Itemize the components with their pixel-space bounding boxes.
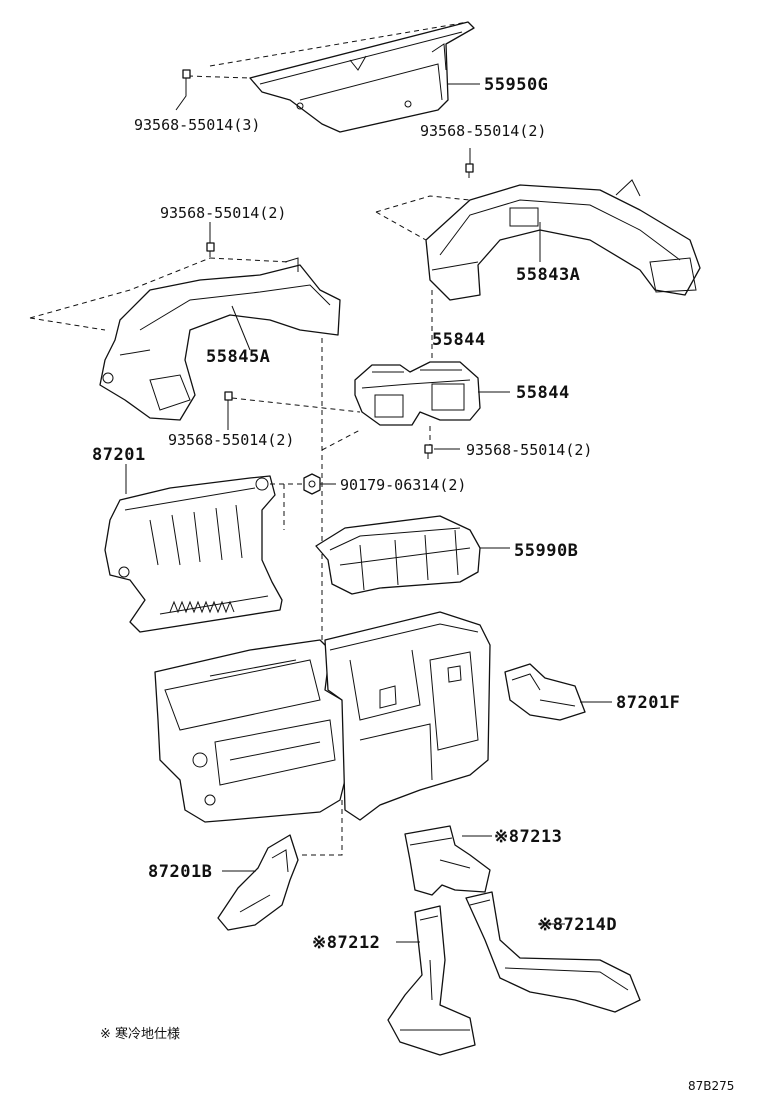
- part-55844-drawing: [354, 361, 481, 426]
- part-87201b-drawing: [217, 834, 299, 931]
- part-87214d-drawing: [465, 891, 641, 1013]
- label-55990b: 55990B: [514, 541, 578, 561]
- screw-icon: [206, 242, 215, 257]
- screw-icon: [424, 444, 433, 459]
- label-87201: 87201: [92, 445, 146, 465]
- label-55950g: 55950G: [484, 75, 548, 95]
- hvac-unit-drawing: [154, 639, 351, 823]
- cold-region-note: ※ 寒冷地仕様: [100, 1026, 180, 1042]
- label-nut: 90179-06314(2): [340, 476, 466, 494]
- label-87213: ※87213: [494, 827, 562, 847]
- label-screw-lower-left: 93568-55014(2): [168, 431, 294, 449]
- screw-icon: [182, 69, 191, 84]
- part-55843a-drawing: [425, 179, 701, 301]
- screw-icon: [224, 391, 233, 406]
- label-87212: ※87212: [312, 933, 380, 953]
- label-55844-upper: 55844: [432, 330, 486, 350]
- hvac-case-drawing: [324, 611, 491, 821]
- label-55844-lower: 55844: [516, 383, 570, 403]
- screw-icon: [465, 163, 474, 178]
- label-screw-top-left: 93568-55014(3): [134, 116, 260, 134]
- label-87214d: ※87214D: [538, 915, 617, 935]
- label-87201f: 87201F: [616, 693, 680, 713]
- label-screw-top-right: 93568-55014(2): [420, 122, 546, 140]
- label-55845a: 55845A: [206, 347, 270, 367]
- part-87212-drawing: [387, 905, 476, 1056]
- label-screw-lower-right: 93568-55014(2): [466, 441, 592, 459]
- part-87201-drawing: [104, 475, 283, 633]
- label-55843a: 55843A: [516, 265, 580, 285]
- part-87201f-drawing: [504, 663, 586, 721]
- part-87213-drawing: [404, 825, 491, 896]
- label-87201b: 87201B: [148, 862, 212, 882]
- part-55990b-drawing: [315, 515, 481, 595]
- part-55950g-drawing: [249, 21, 475, 133]
- label-screw-mid-left: 93568-55014(2): [160, 204, 286, 222]
- nut-icon: [303, 473, 321, 495]
- diagram-code: 87B275: [688, 1079, 734, 1093]
- part-55845a-drawing: [99, 257, 341, 421]
